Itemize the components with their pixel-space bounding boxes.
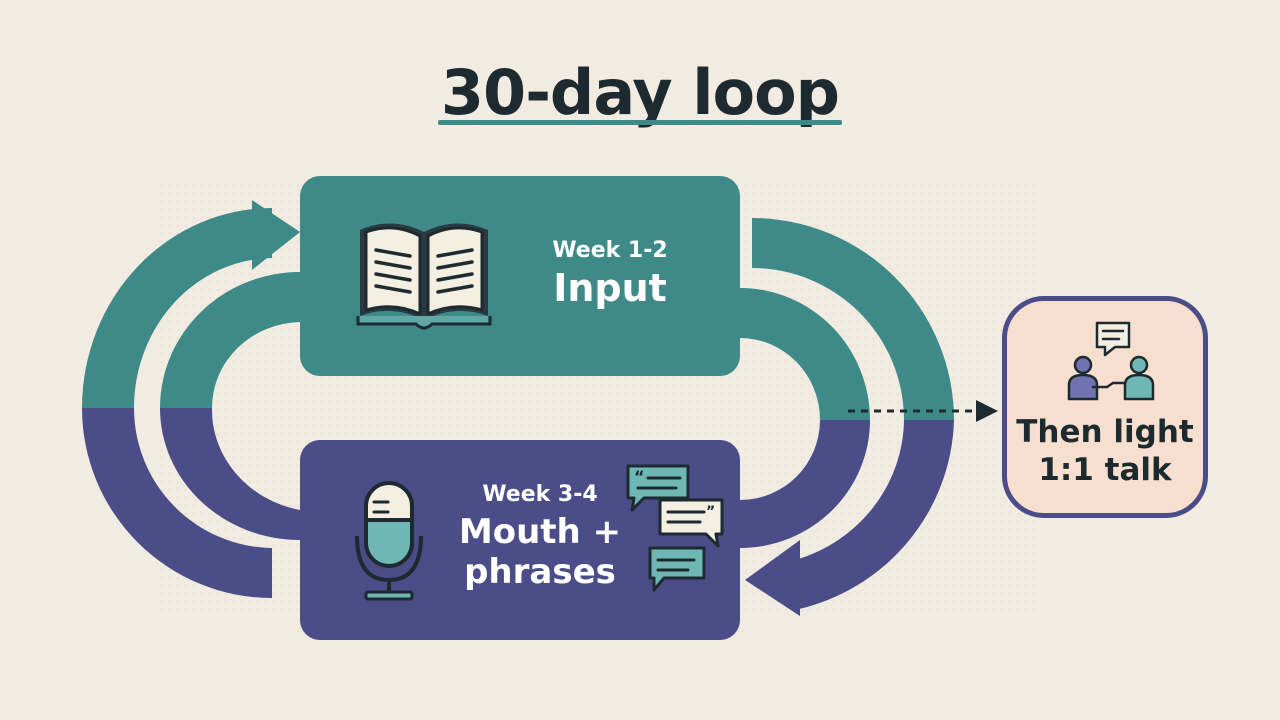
page-title: 30-day loop xyxy=(440,56,840,129)
next-step-box: Then light 1:1 talk xyxy=(1002,296,1208,518)
step-mouth-label-line1: Mouth + xyxy=(458,512,622,552)
microphone-icon xyxy=(355,481,423,601)
step-mouth-label: Mouth + phrases xyxy=(450,512,630,592)
open-book-icon xyxy=(356,223,492,330)
svg-text:”: ” xyxy=(706,504,715,520)
title-underline xyxy=(438,120,842,125)
right-outer-arc-teal xyxy=(752,218,954,420)
right-inner-arc-teal xyxy=(740,288,870,420)
arrow-into-mouth xyxy=(745,540,800,616)
next-step-label-line1: Then light xyxy=(1016,414,1194,450)
step-mouth-week: Week 3-4 xyxy=(482,482,598,507)
next-step-label-line2: 1:1 talk xyxy=(1038,452,1172,488)
left-inner-arc-teal xyxy=(160,272,300,408)
right-inner-arc-indigo xyxy=(740,420,870,548)
next-step-label: Then light 1:1 talk xyxy=(1007,413,1203,489)
left-inner-arc-indigo xyxy=(160,408,300,540)
left-outer-arc-teal xyxy=(82,208,272,408)
left-outer-arc-indigo xyxy=(82,408,272,598)
svg-text:“: “ xyxy=(634,467,645,486)
step-mouth-label-line2: phrases xyxy=(464,552,616,592)
dashed-arrow-head xyxy=(976,400,998,422)
speech-bubbles-icon: “ ” xyxy=(626,464,724,592)
step-input-week: Week 1-2 xyxy=(552,238,668,263)
conversation-icon xyxy=(1067,321,1155,401)
right-outer-arc-indigo xyxy=(795,420,954,610)
arrow-into-input xyxy=(252,200,300,270)
step-input-label: Input xyxy=(553,266,667,310)
